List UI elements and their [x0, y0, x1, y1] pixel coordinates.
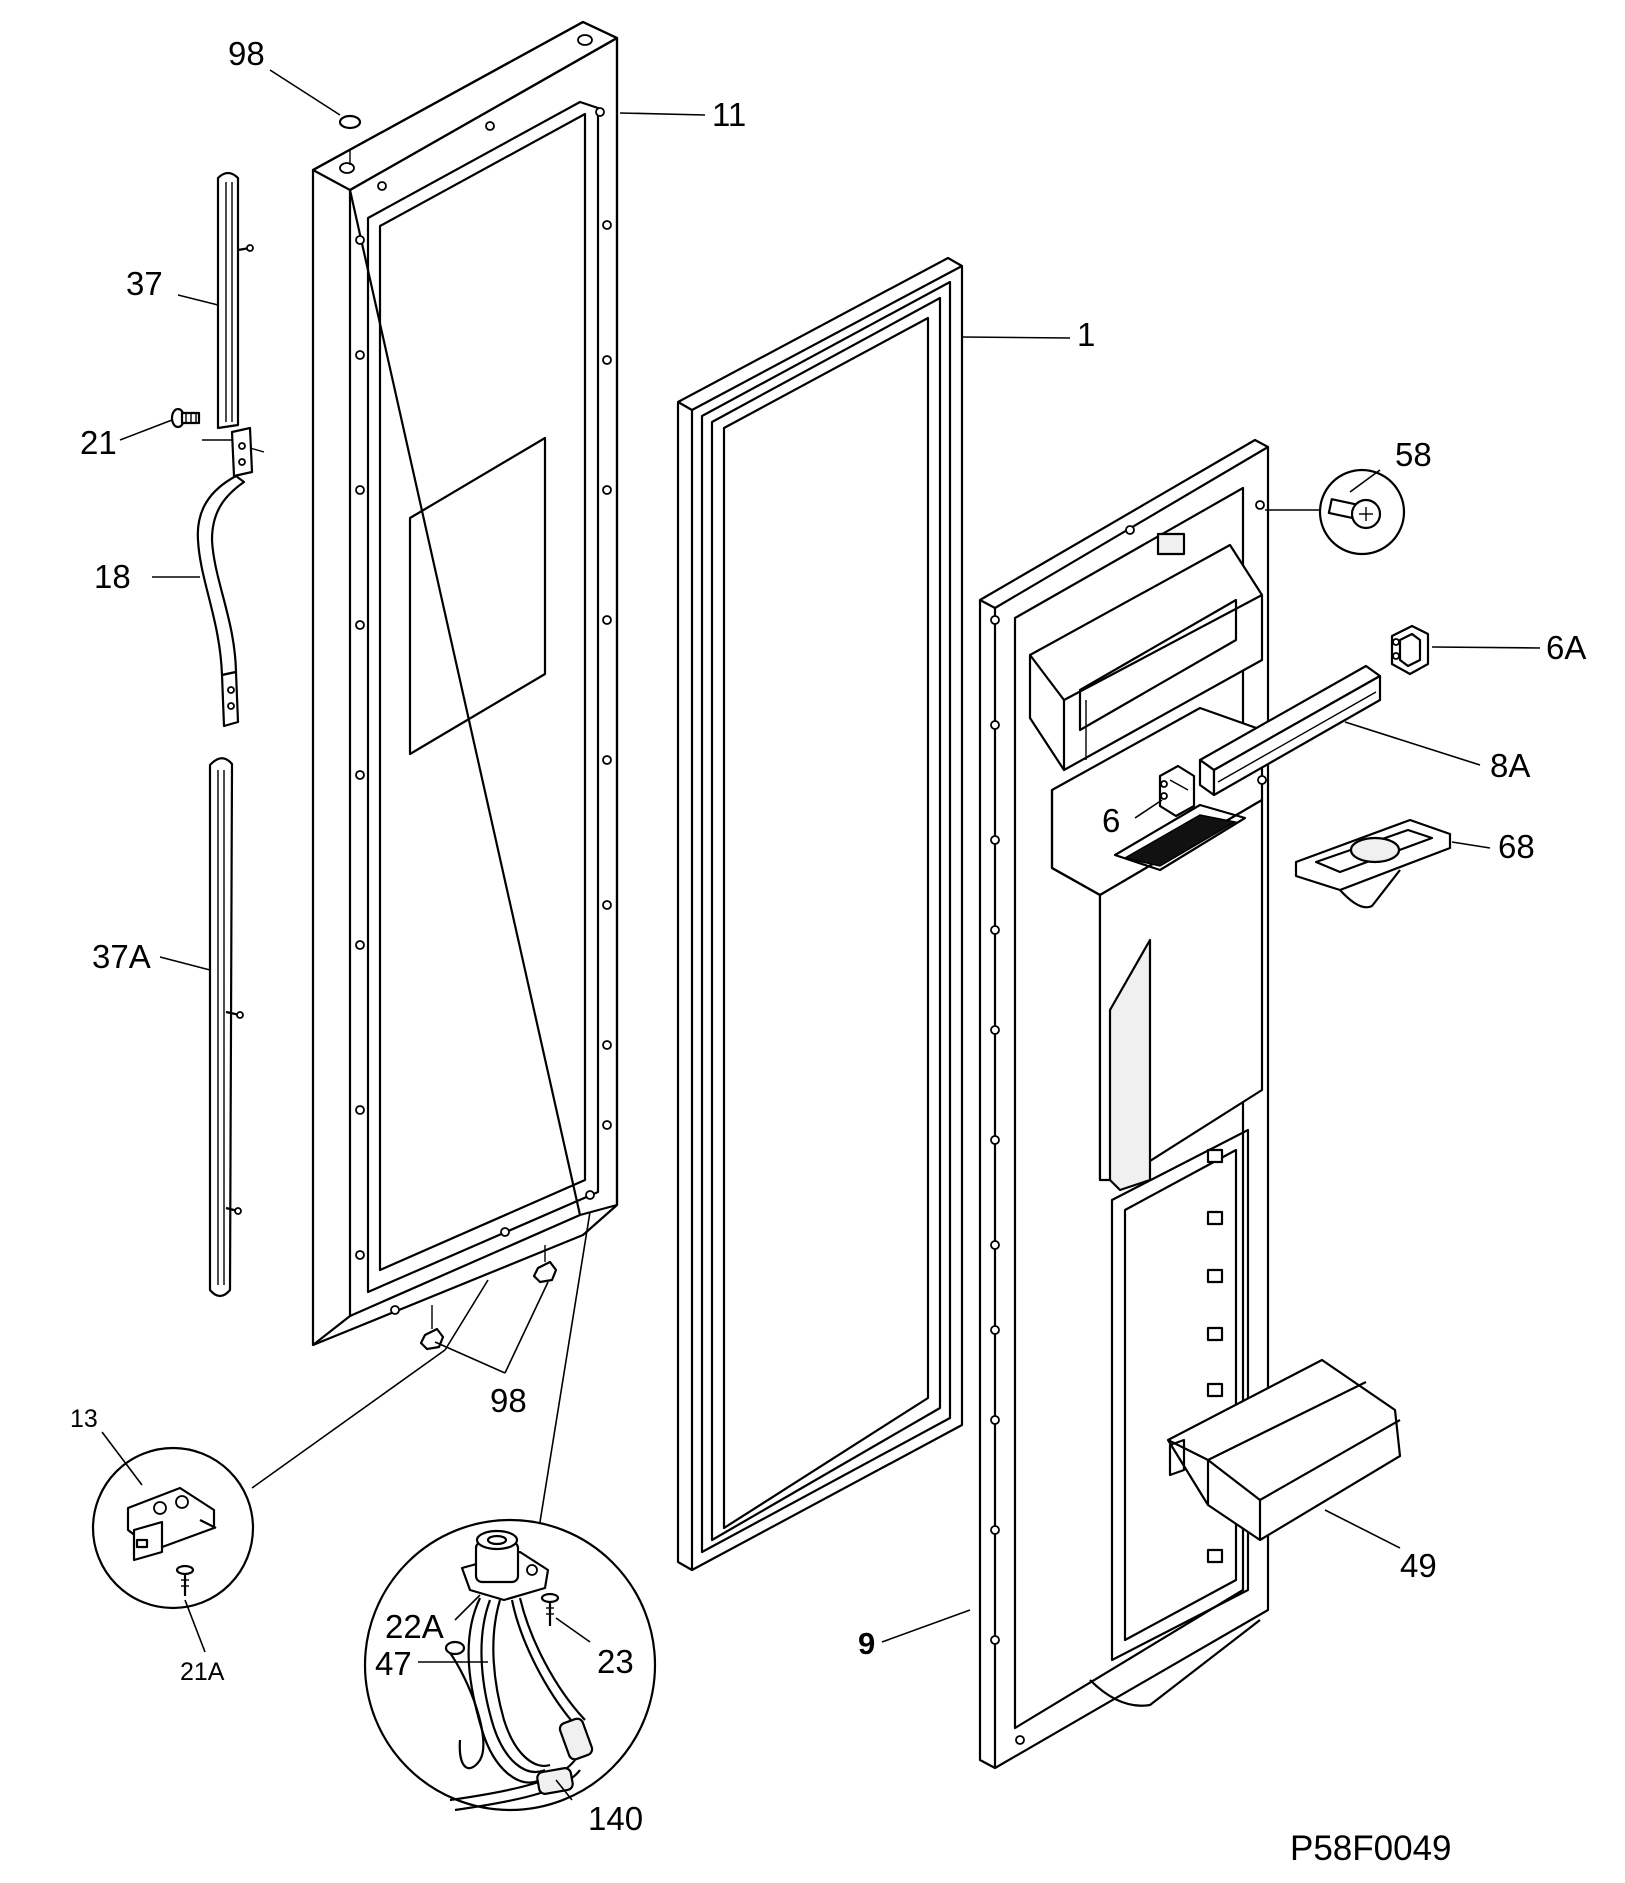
callout-6: 6: [1102, 802, 1120, 839]
diagram-code: P58F0049: [1290, 1829, 1452, 1868]
callout-8A: 8A: [1490, 747, 1530, 784]
callout-47: 47: [375, 1645, 412, 1682]
frame-holes: [339, 34, 612, 1315]
callout-23: 23: [597, 1643, 634, 1680]
callout-98-bottom: 98: [490, 1382, 527, 1419]
part-1-gasket: [676, 256, 964, 1572]
callout-21A: 21A: [180, 1658, 225, 1686]
callout-98-top: 98: [228, 35, 265, 72]
callout-11: 11: [712, 96, 746, 133]
part-18-handle: [196, 426, 265, 728]
part-13-inset: [91, 1446, 255, 1610]
part-22A-fitting: [460, 1529, 550, 1602]
part-49-shelf-bin: [1166, 1358, 1402, 1542]
part-47-wires: [444, 1597, 551, 1784]
part-6A-bracket: [1390, 624, 1430, 676]
liner-clip-tabs: [1206, 1148, 1224, 1564]
part-23-screw: [540, 1592, 560, 1626]
part-6-bracket: [1158, 764, 1196, 818]
callout-6A: 6A: [1546, 629, 1586, 666]
leader-lines: [101, 69, 1541, 1801]
callout-37: 37: [126, 265, 163, 302]
part-37-upper-trim: [216, 171, 254, 430]
callout-37A: 37A: [92, 938, 151, 975]
callout-labels: 98 11 37 1 21 18 58 6A 8A 6 68 37A 98 13…: [70, 35, 1586, 1868]
part-140-tube: [449, 1597, 594, 1812]
part-68-paddle: [1294, 818, 1452, 909]
part-37A-lower-trim: [208, 757, 244, 1298]
callout-140: 140: [588, 1800, 643, 1837]
wire-harness-inset: [363, 1518, 657, 1812]
callout-58: 58: [1395, 436, 1432, 473]
part-11-door-frame: [311, 20, 619, 1347]
callout-9: 9: [858, 1626, 875, 1661]
callout-13: 13: [70, 1405, 98, 1433]
part-9-door-liner: [978, 438, 1270, 1770]
callout-1: 1: [1077, 316, 1095, 353]
part-58-screw: [1318, 468, 1406, 556]
liner-holes: [990, 500, 1267, 1745]
callout-22A: 22A: [385, 1608, 444, 1645]
callout-18: 18: [94, 558, 131, 595]
part-98-plugs: [338, 114, 558, 1351]
callout-68: 68: [1498, 828, 1535, 865]
callout-49: 49: [1400, 1547, 1437, 1584]
part-21-screw: [170, 407, 201, 429]
callout-21: 21: [80, 424, 117, 461]
part-8A-rail: [1198, 664, 1382, 797]
part-21A-screw: [175, 1564, 195, 1596]
